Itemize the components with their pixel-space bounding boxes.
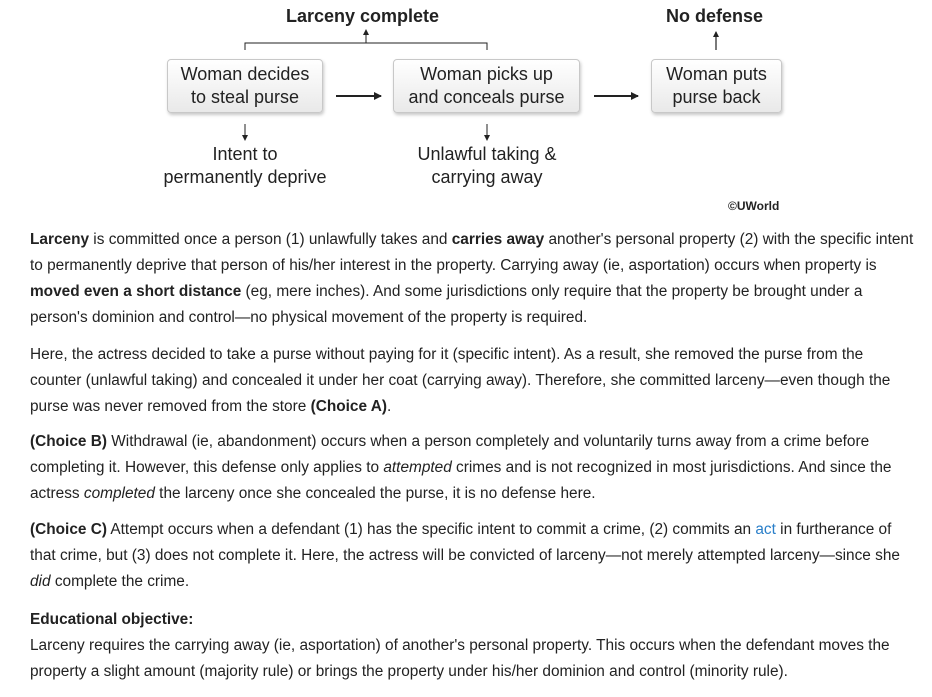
paragraph-choice-b: (Choice B) Withdrawal (ie, abandonment) … [30,433,892,502]
box-picks-up-conceals: Woman picks up and conceals purse [393,59,580,113]
bracket-line [244,42,488,50]
educational-objective: Educational objective: Larceny requires … [30,607,915,685]
box-puts-purse-back: Woman puts purse back [651,59,782,113]
label-unlawful-taking: Unlawful taking & carrying away [417,144,557,187]
diagram-connectors [242,29,719,141]
educational-objective-text: Larceny requires the carrying away (ie, … [30,637,890,680]
paragraph-choice-c: (Choice C) Attempt occurs when a defenda… [30,521,900,590]
box-decides-to-steal: Woman decides to steal purse [167,59,323,113]
uworld-credit: ©UWorld [728,199,780,213]
act-link[interactable]: act [755,521,776,538]
label-intent: Intent to permanently deprive [163,144,327,187]
heading-no-defense: No defense [666,6,764,26]
paragraph-larceny-definition: Larceny is committed once a person (1) u… [30,231,914,326]
heading-larceny-complete: Larceny complete [286,6,440,26]
educational-objective-heading: Educational objective: [30,611,194,628]
flow-diagram: Larceny complete No defense Woman decide… [0,0,932,220]
paragraph-application: Here, the actress decided to take a purs… [30,346,891,415]
